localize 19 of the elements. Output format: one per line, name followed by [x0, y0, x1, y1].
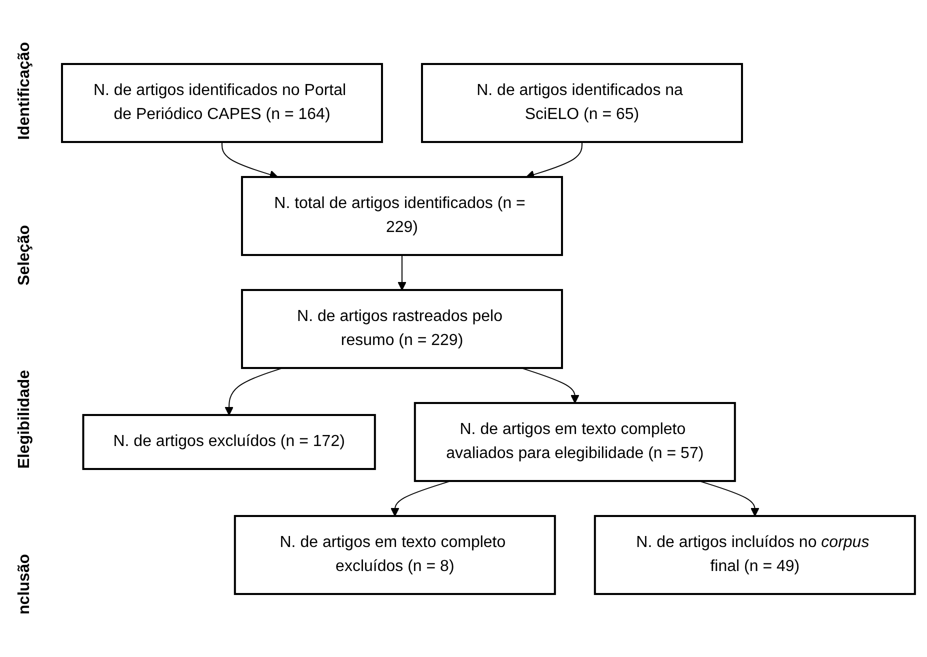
- node-box: N. de artigos incluídos no corpus final (n = 49): [594, 514, 916, 594]
- arrow: [390, 480, 452, 516]
- stage-label: Elegibilidade: [16, 370, 34, 470]
- arrow: [224, 367, 284, 415]
- node-box: N. de artigos excluídos (n = 172): [82, 414, 376, 470]
- node-box: N. de artigos identificados no Portal de Periódico CAPES (n = 164): [61, 62, 384, 142]
- node-box: N. de artigos em texto completo excluídos (n = 8): [234, 514, 556, 594]
- node-box: N. de artigos rastreados pelo resumo (n = 229): [241, 288, 564, 368]
- arrow: [222, 141, 278, 178]
- node-box: N. de artigos em texto completo avaliados para elegibilidade (n = 57): [414, 402, 736, 482]
- arrow: [526, 141, 583, 178]
- arrow: [520, 367, 580, 403]
- arrow: [698, 480, 760, 516]
- stage-label: Identificação: [16, 42, 34, 140]
- stage-label: nclusão: [16, 554, 34, 615]
- node-box: N. de artigos identificados na SciELO (n = 65): [421, 62, 744, 142]
- node-box: N. total de artigos identificados (n = 229): [241, 176, 564, 256]
- stage-label: Seleção: [16, 225, 34, 286]
- arrow: [398, 254, 406, 290]
